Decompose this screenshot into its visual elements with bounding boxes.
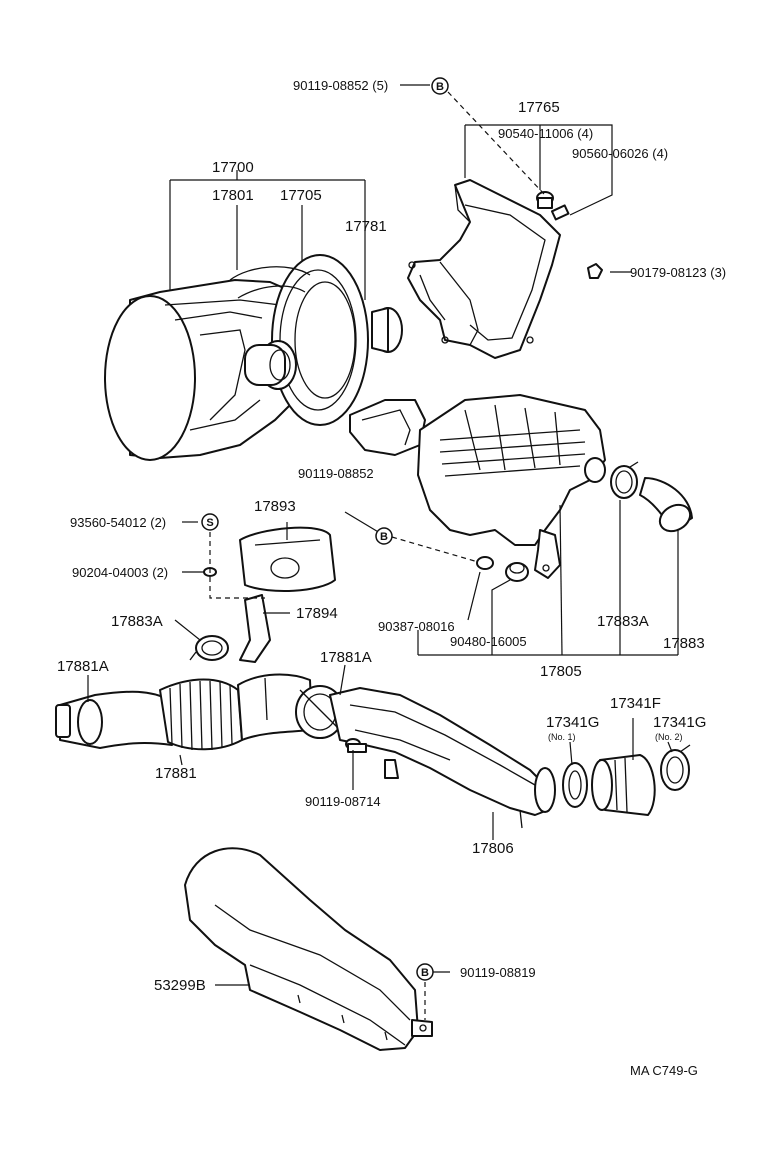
label-17883: 17883	[663, 635, 705, 652]
duct-17806	[329, 687, 556, 829]
symbol-b-mid: B	[380, 531, 388, 543]
clamp-17881A-left	[77, 699, 103, 745]
label-17765: 17765	[518, 99, 560, 116]
cap-90480	[505, 562, 529, 582]
grommet-90387	[476, 556, 494, 570]
label-17700: 17700	[212, 159, 254, 176]
bolt-symbol-mid: B	[375, 527, 393, 545]
label-17881: 17881	[155, 765, 197, 782]
cover-17893	[239, 526, 336, 593]
label-90540-11006-4: 90540-11006 (4)	[498, 126, 593, 141]
label-53299B: 53299B	[154, 977, 206, 994]
label-17341G-no1: 17341G	[546, 714, 599, 731]
bolt-symbol-bottom: B	[416, 963, 434, 981]
screw-symbol: S	[201, 513, 219, 531]
label-17881A-mid: 17881A	[320, 649, 372, 666]
label-17883A-left: 17883A	[111, 613, 163, 630]
nut-90560	[550, 204, 570, 221]
label-90119-08819: 90119-08819	[460, 965, 536, 980]
diagram-code: MA C749-G	[630, 1063, 698, 1078]
bolt-symbol-top: B	[431, 77, 449, 95]
label-90480-16005: 90480-16005	[450, 634, 527, 649]
label-17805: 17805	[540, 663, 582, 680]
label-90204-04003-2: 90204-04003 (2)	[72, 565, 168, 580]
hose-17341F	[591, 754, 656, 816]
air-cleaner-cap-assy	[104, 254, 369, 461]
label-17893: 17893	[254, 498, 296, 515]
bolt-90119-08714	[345, 738, 367, 753]
label-17801: 17801	[212, 187, 254, 204]
clamp-17341G-no2	[660, 744, 691, 791]
label-90119-08714: 90119-08714	[305, 794, 381, 809]
clip-90179	[587, 263, 603, 279]
label-17894: 17894	[296, 605, 338, 622]
bracket-17765	[407, 179, 561, 359]
symbol-s: S	[206, 517, 213, 529]
label-17341F: 17341F	[610, 695, 661, 712]
element-17781	[371, 307, 403, 353]
label-no2: (No. 2)	[655, 732, 683, 742]
label-93560-54012-2: 93560-54012 (2)	[70, 515, 166, 530]
symbol-b-bottom: B	[421, 967, 429, 979]
clamp-17883A-left	[189, 635, 229, 661]
clamp-17883A-right	[610, 461, 639, 499]
symbol-b-top: B	[436, 81, 444, 93]
cover-53299B	[184, 847, 433, 1051]
label-90560-06026-4: 90560-06026 (4)	[572, 146, 668, 161]
label-90387-08016: 90387-08016	[378, 619, 455, 634]
clamp-band	[349, 399, 426, 456]
bolt-90540	[536, 191, 554, 209]
label-90119-08852-5: 90119-08852 (5)	[293, 78, 388, 93]
label-17705: 17705	[280, 187, 322, 204]
hose-17883	[639, 477, 693, 533]
label-no1: (No. 1)	[548, 732, 576, 742]
label-17881A-left: 17881A	[57, 658, 109, 675]
label-17781: 17781	[345, 218, 387, 235]
label-90119-08852: 90119-08852	[298, 466, 374, 481]
bracket-17894	[239, 594, 271, 663]
clamp-17341G-no1	[562, 762, 588, 808]
label-17806: 17806	[472, 840, 514, 857]
label-17341G-no2: 17341G	[653, 714, 706, 731]
air-cleaner-case-17805	[417, 394, 606, 579]
label-90179-08123-3: 90179-08123 (3)	[630, 265, 726, 280]
label-17883A-right: 17883A	[597, 613, 649, 630]
